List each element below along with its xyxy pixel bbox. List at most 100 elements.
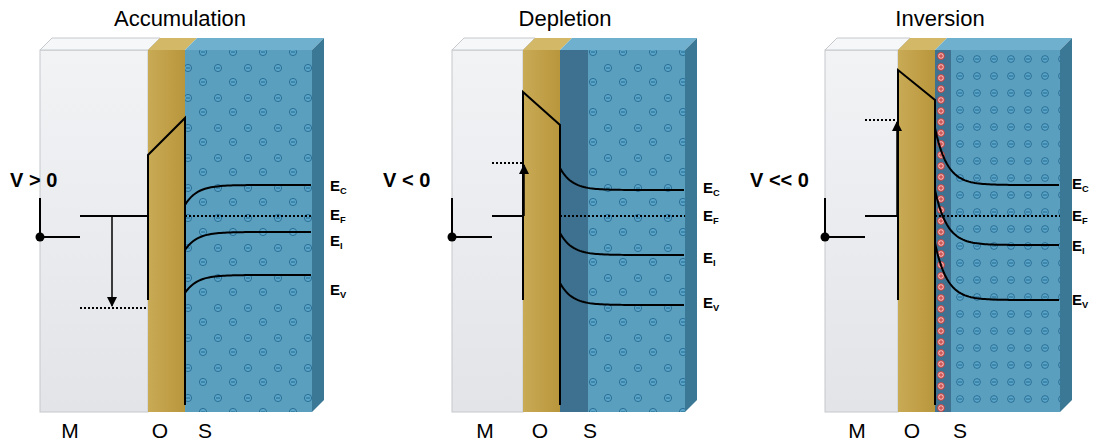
hole (938, 295, 945, 302)
bias-label: V < 0 (383, 170, 430, 190)
hole (938, 284, 945, 291)
mos-panel (821, 38, 1073, 412)
energy-level-label: EV (1072, 292, 1088, 311)
layer-label: M (848, 420, 866, 441)
metal-fermi-level (80, 307, 148, 309)
electrons (951, 50, 1060, 412)
metal-top (40, 38, 160, 50)
energy-level-label: EF (330, 207, 346, 226)
hole (938, 350, 945, 357)
depletion-region (560, 50, 588, 412)
terminal-dot (448, 233, 457, 242)
energy-level-label: EC (330, 178, 347, 197)
hole (938, 229, 945, 236)
metal-top (452, 38, 535, 50)
semiconductor-top (560, 38, 697, 50)
hole (938, 372, 945, 379)
layer-label: M (61, 420, 79, 441)
hole (938, 328, 945, 335)
hole (938, 163, 945, 170)
energy-band (560, 283, 684, 305)
layer-label: S (953, 420, 967, 441)
reference-level (80, 215, 148, 217)
layer-label: O (904, 420, 920, 441)
semiconductor-layer (560, 50, 685, 412)
semiconductor-side (312, 38, 324, 412)
hole (938, 86, 945, 93)
energy-level-label: EC (703, 180, 720, 199)
hole (938, 64, 945, 71)
metal-layer (825, 50, 898, 412)
energy-level-label: EI (330, 233, 343, 252)
energy-level-label: EV (703, 295, 719, 314)
hole (938, 383, 945, 390)
layer-label: S (198, 420, 212, 441)
energy-band (935, 128, 1059, 185)
energy-level-label: EI (1072, 238, 1085, 257)
hole (938, 75, 945, 82)
energy-band (185, 275, 311, 293)
bias-lead (452, 198, 492, 237)
layer-label: S (583, 420, 597, 441)
reference-level (865, 215, 898, 217)
energy-level-label: EF (1072, 208, 1088, 227)
hole (938, 405, 945, 412)
hole (938, 185, 945, 192)
bias-lead (825, 198, 865, 237)
bias-lead (40, 198, 80, 237)
layer-label: O (152, 420, 168, 441)
hole (938, 97, 945, 104)
layer-label: O (532, 420, 548, 441)
metal-top (825, 38, 910, 50)
metal-fermi-level (492, 162, 523, 164)
electrons (185, 50, 312, 412)
bias-label: V > 0 (10, 170, 57, 190)
oxide-band (148, 118, 185, 405)
hole (938, 361, 945, 368)
semiconductor-side (1060, 38, 1072, 412)
fermi-level (935, 215, 1060, 217)
semiconductor-top (935, 38, 1072, 50)
hole (938, 306, 945, 313)
energy-band (185, 185, 311, 205)
hole (938, 394, 945, 401)
oxide-band (523, 92, 560, 405)
hole (938, 108, 945, 115)
panel-title: Inversion (895, 8, 984, 30)
oxide-layer (898, 50, 935, 412)
reference-level (492, 215, 523, 217)
terminal-dot (821, 233, 830, 242)
hole (938, 317, 945, 324)
energy-band (185, 232, 311, 250)
energy-band (560, 168, 684, 190)
terminal-dot (36, 233, 45, 242)
hole (938, 130, 945, 137)
fermi-level (560, 215, 685, 217)
metal-layer (452, 50, 523, 412)
depletion-region (935, 50, 951, 412)
oxide-band (898, 70, 935, 405)
hole (938, 119, 945, 126)
semiconductor-layer (935, 50, 1060, 412)
oxide-layer (523, 50, 560, 412)
energy-level-label: EF (703, 208, 719, 227)
metal-fermi-level (865, 119, 898, 121)
hole (938, 240, 945, 247)
semiconductor-side (685, 38, 697, 412)
energy-band (560, 233, 684, 255)
semiconductor-layer (185, 50, 312, 412)
bias-label: V << 0 (750, 170, 809, 190)
hole (938, 53, 945, 60)
panel-title: Accumulation (114, 8, 246, 30)
energy-level-label: EC (1072, 176, 1089, 195)
hole (938, 339, 945, 346)
panel-title: Depletion (519, 8, 612, 30)
energy-level-label: EV (330, 282, 346, 301)
hole (938, 174, 945, 181)
fermi-level (185, 215, 312, 217)
layer-label: M (476, 420, 494, 441)
metal-layer (40, 50, 148, 412)
shift-arrow (111, 216, 113, 306)
